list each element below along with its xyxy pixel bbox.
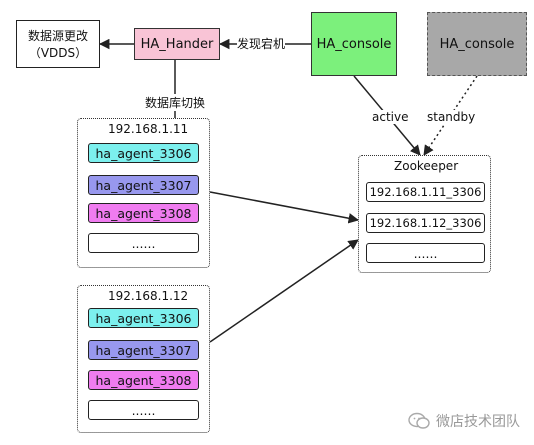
zookeeper-entry-1: 192.168.1.11_3306 [366, 182, 485, 202]
group2-agent-2: ha_agent_3307 [88, 340, 199, 360]
group2-agent-3: ha_agent_3308 [88, 370, 199, 390]
edge-label-switch: 数据库切换 [145, 94, 206, 111]
ha-console-active-box: HA_console [311, 12, 397, 76]
group1-agent-1: ha_agent_3306 [88, 143, 199, 163]
ha-handler-label: HA_Hander [140, 36, 214, 52]
ha-console-active-label: HA_console [316, 36, 392, 52]
wechat-icon [408, 412, 430, 429]
ha-console-standby-label: HA_console [439, 36, 515, 52]
edge-group1-to-zookeeper [209, 191, 360, 224]
group1-agent-more: ...... [88, 233, 199, 253]
group1-agent-3: ha_agent_3308 [88, 203, 199, 223]
group1-agent-2: ha_agent_3307 [88, 175, 199, 195]
ha-console-standby-box: HA_console [427, 12, 527, 76]
edge-label-discover: 发现宕机 [237, 35, 286, 52]
vdds-box: 数据源更改 （VDDS） [16, 20, 100, 68]
group1-ip: 192.168.1.11 [108, 122, 189, 136]
watermark: 微店技术团队 [408, 411, 520, 431]
edge-standby-to-zookeeper [423, 75, 478, 156]
edge-label-standby: standby [427, 110, 476, 124]
server-group-2: 192.168.1.12 ha_agent_3306 ha_agent_3307… [77, 285, 210, 433]
zookeeper-entry-more: ...... [366, 243, 485, 263]
vdds-line1: 数据源更改 [27, 29, 88, 43]
ha-handler-box: HA_Hander [134, 28, 220, 60]
group2-agent-more: ...... [88, 400, 199, 420]
zookeeper-entry-2: 192.168.1.12_3306 [366, 213, 485, 233]
zookeeper-box: Zookeeper 192.168.1.11_3306 192.168.1.12… [358, 155, 491, 273]
zookeeper-title: Zookeeper [394, 159, 459, 173]
vdds-line2: （VDDS） [28, 46, 88, 60]
group2-ip: 192.168.1.12 [108, 289, 189, 303]
edge-label-active: active [372, 110, 409, 124]
watermark-text: 微店技术团队 [436, 414, 520, 430]
edge-group2-to-zookeeper [209, 239, 359, 343]
group2-agent-1: ha_agent_3306 [88, 308, 199, 328]
server-group-1: 192.168.1.11 ha_agent_3306 ha_agent_3307… [77, 118, 210, 268]
